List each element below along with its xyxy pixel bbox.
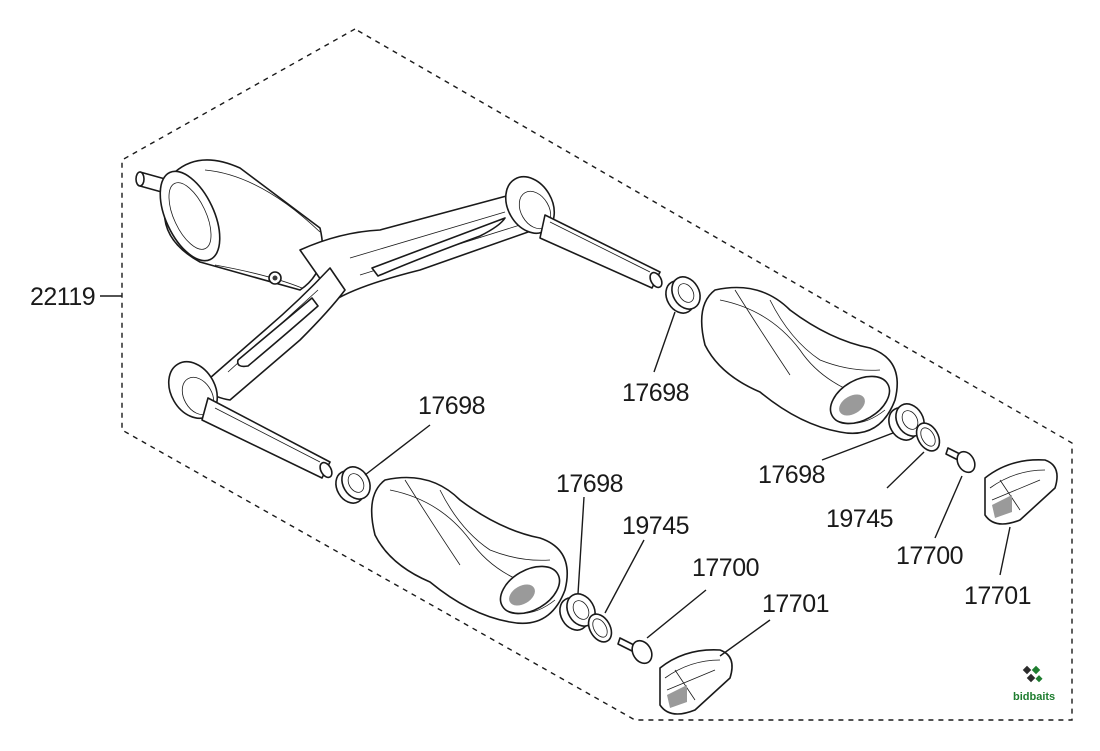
leader-cap-lower	[719, 619, 771, 657]
leader-collar-right	[821, 432, 894, 461]
collar-upper-part	[665, 276, 701, 314]
handle-arm-assembly	[135, 159, 663, 479]
leader-screw-right	[934, 475, 963, 539]
washer-lower-part	[587, 613, 613, 643]
cap-right-part	[984, 459, 1058, 525]
callout-17698-upper: 17698	[622, 379, 689, 407]
callout-17698-right: 17698	[758, 461, 825, 489]
bidbaits-logo-icon	[1022, 665, 1043, 683]
callout-17698-left: 17698	[418, 392, 485, 420]
leader-screw-lower	[646, 589, 707, 639]
cap-lower-part	[659, 649, 733, 715]
leader-washer-right	[886, 451, 925, 489]
leader-cap-right	[999, 526, 1011, 576]
bidbaits-logo-text: bidbaits	[1013, 691, 1055, 703]
collar-left-part	[335, 466, 371, 504]
callout-19745-lower: 19745	[622, 512, 689, 540]
collar-lower-part	[559, 593, 596, 631]
screw-right-part	[945, 447, 976, 474]
callout-17701-right: 17701	[964, 582, 1031, 610]
callout-22119: 22119	[30, 283, 95, 311]
assembly-boundary	[121, 28, 1073, 721]
callout-17701-lower: 17701	[762, 590, 829, 618]
callout-17700-lower: 17700	[692, 554, 759, 582]
callout-17698-lower: 17698	[556, 470, 623, 498]
bidbaits-logo: bidbaits	[1013, 665, 1055, 703]
knob-upper-part	[700, 286, 899, 434]
leader-collar-upper	[653, 311, 676, 373]
leader-collar-lower	[577, 496, 585, 595]
knob-lower-part	[370, 476, 569, 624]
leader-collar-left	[364, 424, 431, 476]
washer-right-part	[915, 422, 941, 452]
callout-19745-right: 19745	[826, 505, 893, 533]
screw-lower-part	[617, 637, 653, 665]
callout-17700-right: 17700	[896, 542, 963, 570]
leader-washer-lower	[604, 539, 645, 614]
